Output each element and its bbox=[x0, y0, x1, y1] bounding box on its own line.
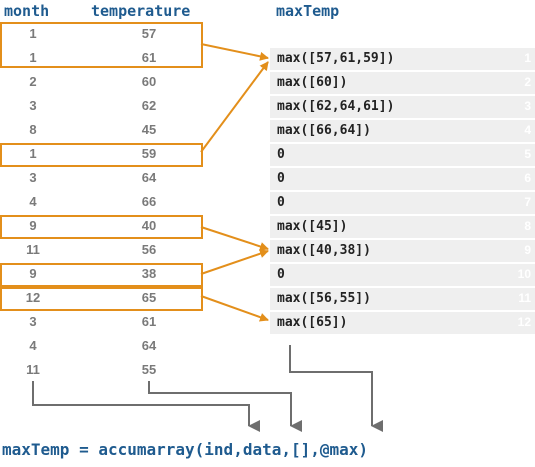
maxtemp-index: 3 bbox=[524, 99, 531, 113]
month-value: 2 bbox=[29, 74, 37, 89]
maxtemp-expression: max([45]) bbox=[277, 219, 348, 234]
temperature-value: 62 bbox=[141, 98, 157, 113]
temperature-value: 45 bbox=[141, 122, 157, 137]
month-value: 3 bbox=[29, 98, 37, 113]
maxtemp-expression: 0 bbox=[277, 147, 285, 162]
maxtemp-row: max([40,38]) 9 bbox=[270, 240, 535, 262]
highlight-box-month-1-b bbox=[0, 143, 203, 167]
maxtemp-index: 5 bbox=[524, 147, 531, 161]
month-value: 1 bbox=[29, 146, 37, 161]
maxtemp-index: 9 bbox=[524, 243, 531, 257]
month-value: 11 bbox=[26, 362, 40, 377]
maxtemp-row: max([62,64,61]) 3 bbox=[270, 96, 535, 118]
highlight-box-month-9-b bbox=[0, 263, 203, 287]
maxtemp-index: 6 bbox=[524, 171, 531, 185]
temperature-value: 66 bbox=[141, 194, 157, 209]
maxtemp-index: 12 bbox=[517, 315, 531, 329]
maxtemp-row: max([66,64]) 4 bbox=[270, 120, 535, 142]
maxtemp-row: max([65]) 12 bbox=[270, 312, 535, 334]
temperature-value: 57 bbox=[141, 26, 157, 41]
month-header: month bbox=[4, 2, 50, 20]
arrow-month1-to-index1 bbox=[200, 43, 269, 61]
temperature-value: 60 bbox=[141, 74, 157, 89]
month-value: 1 bbox=[29, 26, 37, 41]
maxtemp-expression: max([60]) bbox=[277, 75, 348, 90]
maxtemp-row: max([57,61,59]) 1 bbox=[270, 48, 535, 70]
temperature-value: 61 bbox=[141, 314, 157, 329]
month-value: 4 bbox=[29, 194, 37, 209]
temperature-value: 65 bbox=[141, 290, 157, 305]
month-value: 3 bbox=[29, 314, 37, 329]
maxtemp-row: max([60]) 2 bbox=[270, 72, 535, 94]
temperature-value: 56 bbox=[141, 242, 157, 257]
month-value: 12 bbox=[25, 290, 41, 305]
month-value: 1 bbox=[29, 50, 37, 65]
maxtemp-expression: 0 bbox=[277, 195, 285, 210]
month-value: 11 bbox=[26, 242, 40, 257]
maxtemp-index: 11 bbox=[518, 291, 531, 305]
maxtemp-row: 0 10 bbox=[270, 264, 535, 286]
maxtemp-header: maxTemp bbox=[276, 2, 340, 20]
month-value: 9 bbox=[29, 266, 37, 281]
month-value: 4 bbox=[29, 338, 37, 353]
maxtemp-expression: max([62,64,61]) bbox=[277, 99, 395, 114]
maxtemp-expression: max([40,38]) bbox=[277, 243, 371, 258]
temperature-value: 40 bbox=[141, 218, 157, 233]
maxtemp-row: max([56,55]) 11 bbox=[270, 288, 535, 310]
maxtemp-index: 10 bbox=[517, 267, 531, 281]
arrow-month1b-to-index1 bbox=[200, 61, 269, 153]
month-value: 8 bbox=[29, 122, 37, 137]
temperature-header: temperature bbox=[91, 2, 191, 20]
maxtemp-expression: max([66,64]) bbox=[277, 123, 371, 138]
maxtemp-index: 8 bbox=[524, 219, 531, 233]
month-value: 9 bbox=[29, 218, 37, 233]
maxtemp-expression: 0 bbox=[277, 267, 285, 282]
arrow-month9b-to-index9 bbox=[200, 249, 269, 275]
maxtemp-expression: max([56,55]) bbox=[277, 291, 371, 306]
arrow-month12-to-index12 bbox=[200, 295, 269, 322]
maxtemp-index: 1 bbox=[524, 51, 531, 65]
temperature-value: 64 bbox=[141, 170, 157, 185]
maxtemp-index: 4 bbox=[524, 123, 531, 137]
maxtemp-row: max([45]) 8 bbox=[270, 216, 535, 238]
temperature-value: 61 bbox=[141, 50, 157, 65]
highlight-box-month-12 bbox=[0, 287, 203, 311]
temperature-value: 38 bbox=[141, 266, 157, 281]
maxtemp-index: 2 bbox=[524, 75, 531, 89]
arrow-maxtemp-to-output bbox=[289, 345, 383, 432]
maxtemp-expression: max([57,61,59]) bbox=[277, 51, 395, 66]
temperature-value: 55 bbox=[141, 362, 157, 377]
maxtemp-index: 7 bbox=[524, 195, 531, 209]
arrow-month9-to-index9 bbox=[200, 226, 269, 251]
maxtemp-expression: max([65]) bbox=[277, 315, 348, 330]
arrow-temperature-to-data bbox=[148, 381, 302, 432]
temperature-value: 64 bbox=[141, 338, 157, 353]
accumarray-code: maxTemp = accumarray(ind,data,[],@max) bbox=[2, 440, 369, 459]
maxtemp-expression: 0 bbox=[277, 171, 285, 186]
month-value: 3 bbox=[29, 170, 37, 185]
temperature-value: 59 bbox=[141, 146, 157, 161]
arrow-month-to-ind bbox=[32, 381, 260, 432]
